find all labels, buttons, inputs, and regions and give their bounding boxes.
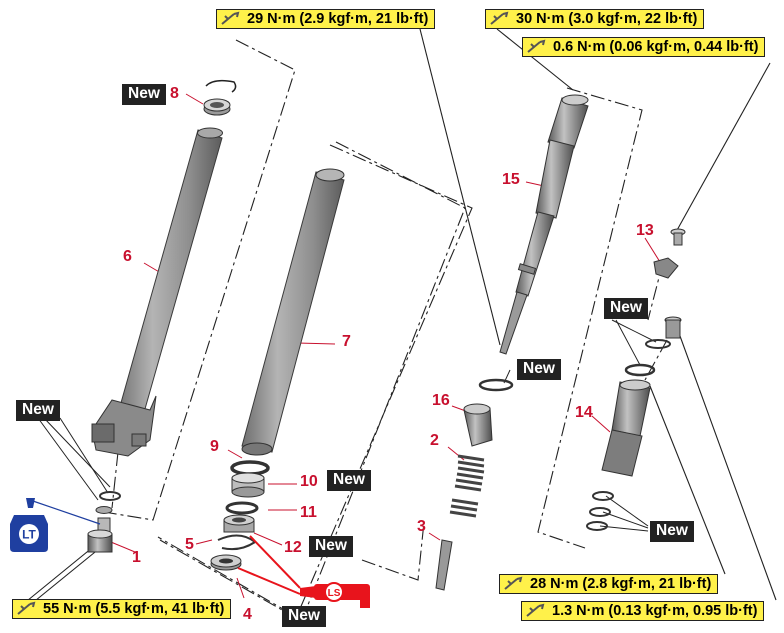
part-7-inner-tube	[241, 168, 345, 456]
part-6-outer-tube	[91, 127, 223, 457]
torque-wrench-icon	[526, 603, 545, 617]
torque-spec-13-text: 1.3 N·m (0.13 kgf·m, 0.95 lb·ft)	[552, 603, 758, 619]
part-16-collar	[463, 403, 493, 447]
new-tag-leaders	[37, 319, 657, 532]
lt-thread-lock-icon: LT	[10, 498, 101, 552]
new-tag-part-14-o-rings: New	[604, 298, 648, 319]
part-number-10: 10	[300, 473, 318, 490]
part-number-4: 4	[243, 606, 252, 623]
part-number-8: 8	[170, 85, 179, 102]
ls-grease-icon: LS	[237, 535, 370, 608]
callout-leaders	[105, 93, 661, 599]
part-number-6: 6	[123, 248, 132, 265]
torque-spec-29: 29 N·m (2.9 kgf·m, 21 lb·ft)	[216, 9, 436, 29]
part-number-9: 9	[210, 438, 219, 455]
torque-spec-13: 1.3 N·m (0.13 kgf·m, 0.95 lb·ft)	[521, 601, 765, 621]
torque-wrench-icon	[527, 39, 546, 53]
new-tag-part-1-washer: New	[16, 400, 60, 421]
part-number-7: 7	[342, 333, 351, 350]
part-number-15: 15	[502, 171, 520, 188]
torque-spec-30: 30 N·m (3.0 kgf·m, 22 lb·ft)	[485, 9, 705, 29]
torque-wrench-icon	[17, 601, 36, 615]
torque-spec-28: 28 N·m (2.8 kgf·m, 21 lb·ft)	[499, 574, 719, 594]
part-13-bolt	[653, 228, 686, 279]
part-number-1: 1	[132, 549, 141, 566]
lt-icon-label: LT	[22, 528, 36, 542]
part-number-2: 2	[430, 432, 439, 449]
lower-seal-stack	[210, 460, 270, 571]
new-tag-part-4: New	[282, 606, 326, 627]
part-15-damper-rod	[499, 94, 589, 355]
new-tag-part-8: New	[122, 84, 166, 105]
torque-wrench-icon	[504, 576, 523, 590]
part-number-16: 16	[432, 392, 450, 409]
torque-spec-30-text: 30 N·m (3.0 kgf·m, 22 lb·ft)	[516, 11, 698, 27]
torque-spec-29-text: 29 N·m (2.9 kgf·m, 21 lb·ft)	[247, 11, 429, 27]
part-number-14: 14	[575, 404, 593, 421]
torque-spec-55: 55 N·m (5.5 kgf·m, 41 lb·ft)	[12, 599, 232, 619]
ls-icon-label: LS	[328, 588, 341, 599]
torque-spec-55-text: 55 N·m (5.5 kgf·m, 41 lb·ft)	[43, 601, 225, 617]
part-1-bolt	[87, 491, 121, 553]
part-3-rod	[435, 539, 453, 591]
part-number-11: 11	[300, 504, 317, 521]
new-tag-part-10: New	[327, 470, 371, 491]
part-2-spring	[449, 454, 485, 518]
new-tag-lower-o-rings: New	[650, 521, 694, 542]
leader-lines	[21, 28, 777, 606]
torque-wrench-icon	[490, 11, 509, 25]
part-14-valve	[586, 316, 682, 531]
torque-spec-06-text: 0.6 N·m (0.06 kgf·m, 0.44 lb·ft)	[553, 39, 759, 55]
part-number-13: 13	[636, 222, 654, 239]
new-tag-o-ring-15: New	[517, 359, 561, 380]
torque-spec-28-text: 28 N·m (2.8 kgf·m, 21 lb·ft)	[530, 576, 712, 592]
part-8-seal	[203, 79, 237, 116]
o-ring-15	[478, 378, 514, 392]
part-number-12: 12	[284, 539, 302, 556]
new-tag-part-12: New	[309, 536, 353, 557]
part-number-3: 3	[417, 518, 426, 535]
torque-spec-06: 0.6 N·m (0.06 kgf·m, 0.44 lb·ft)	[522, 37, 766, 57]
part-number-5: 5	[185, 536, 194, 553]
torque-wrench-icon	[221, 11, 240, 25]
